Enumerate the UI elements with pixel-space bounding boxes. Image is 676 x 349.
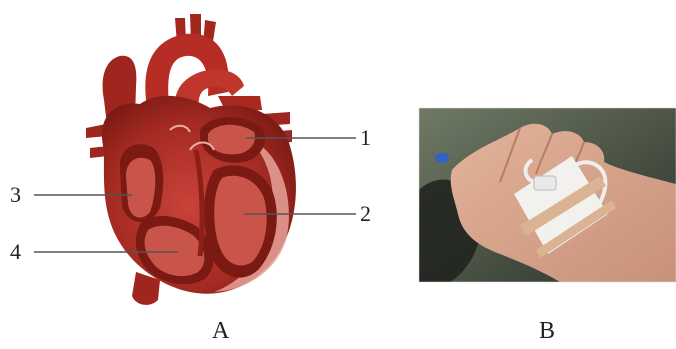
label-1: 1	[360, 125, 371, 150]
label-3: 3	[10, 182, 21, 207]
caption-b: B	[539, 318, 555, 344]
label-2: 2	[360, 201, 371, 226]
iv-hand-photo	[419, 108, 676, 282]
caption-a: A	[212, 318, 230, 344]
label-4: 4	[10, 239, 21, 264]
heart-illustration	[86, 14, 296, 305]
